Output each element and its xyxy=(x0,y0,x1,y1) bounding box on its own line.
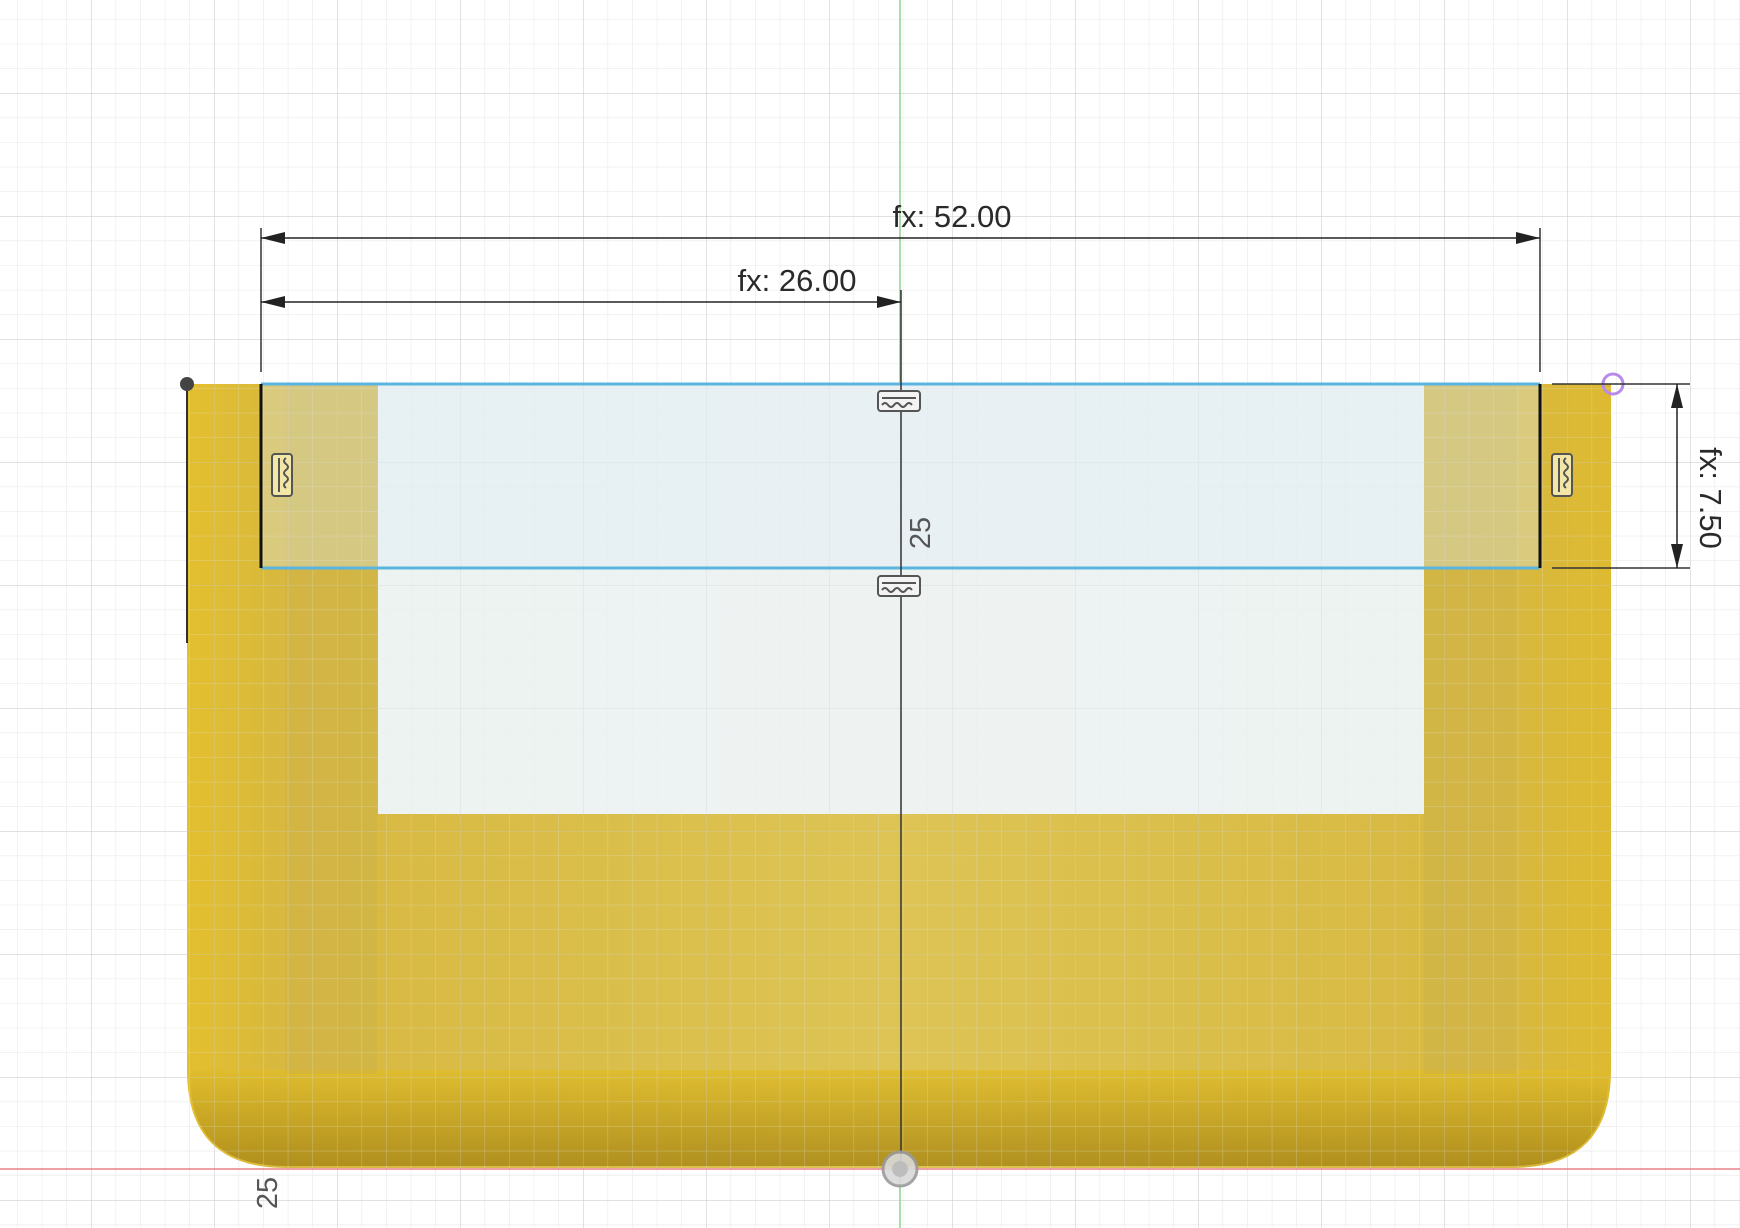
constraint-icon-top[interactable] xyxy=(877,390,921,412)
dimension-overall-width-label[interactable]: fx: 52.00 xyxy=(893,199,1012,234)
left-sketch-point[interactable] xyxy=(180,377,194,391)
dimension-half-width[interactable]: fx: 26.00 xyxy=(261,263,901,308)
dimension-overall-width[interactable]: fx: 52.00 xyxy=(260,199,1541,372)
grid-label-bottom: 25 xyxy=(252,1177,284,1209)
origin-point-icon[interactable] xyxy=(881,1150,919,1188)
grid-label-center: 25 xyxy=(905,517,937,549)
dimension-depth[interactable]: fx: 7.50 xyxy=(1552,383,1728,569)
dimension-half-width-label[interactable]: fx: 26.00 xyxy=(738,263,857,298)
constraint-icon-left[interactable] xyxy=(271,453,293,497)
constraint-icon-right[interactable] xyxy=(1551,453,1573,497)
constraint-icon-bottom[interactable] xyxy=(877,575,921,597)
dimension-depth-label[interactable]: fx: 7.50 xyxy=(1693,447,1728,549)
